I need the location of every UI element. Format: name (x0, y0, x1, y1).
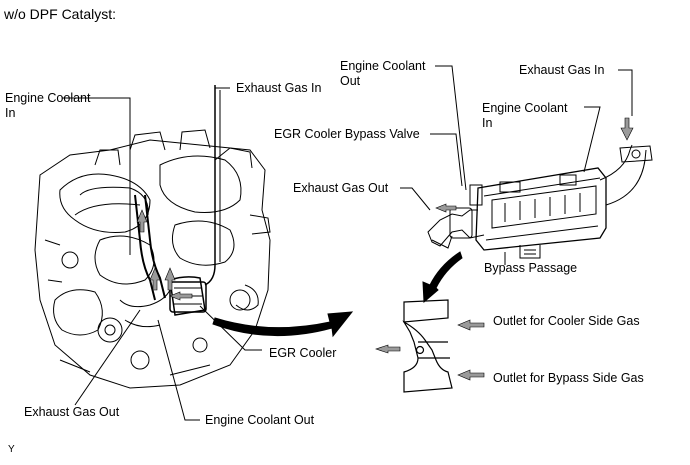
label-engine-coolant-out-top: Engine Coolant Out (340, 59, 426, 88)
label-exhaust-gas-in-right: Exhaust Gas In (519, 63, 605, 77)
label-outlet-cooler-side-gas: Outlet for Cooler Side Gas (493, 314, 640, 328)
figure-id: Y (8, 444, 15, 455)
label-outlet-bypass-side-gas: Outlet for Bypass Side Gas (493, 371, 644, 385)
cross-section (402, 299, 453, 393)
label-exhaust-gas-in-left: Exhaust Gas In (236, 81, 322, 95)
transition-arrows (212, 251, 463, 338)
label-exhaust-gas-out-left: Exhaust Gas Out (24, 405, 120, 419)
label-exhaust-gas-out-right: Exhaust Gas Out (293, 181, 389, 195)
label-engine-coolant-out-bottom: Engine Coolant Out (205, 413, 315, 427)
leader-lines (62, 65, 633, 421)
detail-flow-arrows (435, 117, 634, 213)
egr-cooler-detail (427, 144, 653, 259)
engine-illustration (34, 85, 271, 389)
label-engine-coolant-in-right: Engine Coolant In (482, 101, 568, 130)
diagram-title: w/o DPF Catalyst: (4, 6, 117, 22)
label-egr-cooler: EGR Cooler (269, 346, 337, 360)
label-bypass-passage: Bypass Passage (484, 261, 578, 275)
engine-flow-arrows (136, 209, 193, 301)
label-egr-cooler-bypass-valve: EGR Cooler Bypass Valve (274, 127, 420, 141)
section-flow-arrows (375, 319, 485, 381)
label-engine-coolant-in-left: Engine Coolant In (5, 91, 91, 120)
